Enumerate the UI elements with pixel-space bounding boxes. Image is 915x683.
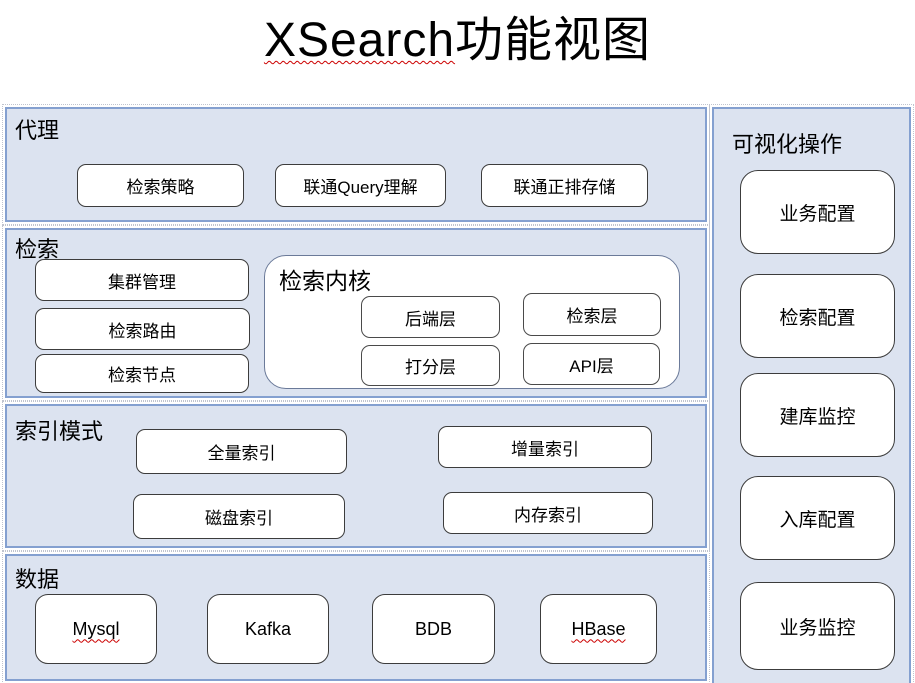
shape-api-layer: API层 <box>523 343 660 385</box>
shape-unicom-forward-storage: 联通正排存储 <box>481 164 648 207</box>
shape-unicom-query-understanding: 联通Query理解 <box>275 164 446 207</box>
shape-business-config: 业务配置 <box>740 170 895 254</box>
shape-cluster-management: 集群管理 <box>35 259 249 301</box>
shape-full-index: 全量索引 <box>136 429 347 474</box>
panel-retrieval-label: 检索 <box>15 237 60 262</box>
shape-memory-index: 内存索引 <box>443 492 653 534</box>
shape-retrieval-strategy: 检索策略 <box>77 164 244 207</box>
shape-retrieval-routing: 检索路由 <box>35 308 250 350</box>
panel-data: 数据 Mysql Kafka BDB HBase <box>2 551 710 683</box>
shape-scoring-layer: 打分层 <box>361 345 500 386</box>
retrieval-kernel-label: 检索内核 <box>279 268 371 294</box>
shape-retrieval-config: 检索配置 <box>740 274 895 358</box>
shape-retrieval-layer: 检索层 <box>523 293 661 336</box>
title-english-part: XSearch <box>263 14 456 67</box>
panel-data-label: 数据 <box>15 567 60 592</box>
shape-backend-layer: 后端层 <box>361 296 500 338</box>
shape-ingestion-config: 入库配置 <box>740 476 895 560</box>
shape-retrieval-node: 检索节点 <box>35 354 249 393</box>
panel-index-mode: 索引模式 全量索引 增量索引 磁盘索引 内存索引 <box>2 401 710 551</box>
shape-business-monitor: 业务监控 <box>740 582 895 670</box>
slide-title: XSearch功能视图 <box>0 0 915 70</box>
shape-kafka: Kafka <box>207 594 329 664</box>
title-chinese-part: 功能视图 <box>455 14 652 67</box>
panel-proxy: 代理 检索策略 联通Query理解 联通正排存储 <box>2 104 710 225</box>
shape-mysql: Mysql <box>35 594 157 664</box>
retrieval-kernel-container: 检索内核 后端层 检索层 打分层 API层 <box>264 255 680 389</box>
shape-disk-index: 磁盘索引 <box>133 494 345 539</box>
panel-index-mode-label: 索引模式 <box>15 419 104 444</box>
shape-hbase: HBase <box>540 594 657 664</box>
shape-bdb: BDB <box>372 594 495 664</box>
sidebar-visual-operations: 可视化操作 业务配置 检索配置 建库监控 入库配置 业务监控 <box>709 104 914 683</box>
shape-incremental-index: 增量索引 <box>438 426 652 468</box>
sidebar-label: 可视化操作 <box>732 132 843 157</box>
panel-retrieval: 检索 集群管理 检索路由 检索节点 检索内核 后端层 检索层 打分层 API层 <box>2 225 710 401</box>
shape-db-build-monitor: 建库监控 <box>740 373 895 457</box>
panel-proxy-label: 代理 <box>15 118 60 143</box>
